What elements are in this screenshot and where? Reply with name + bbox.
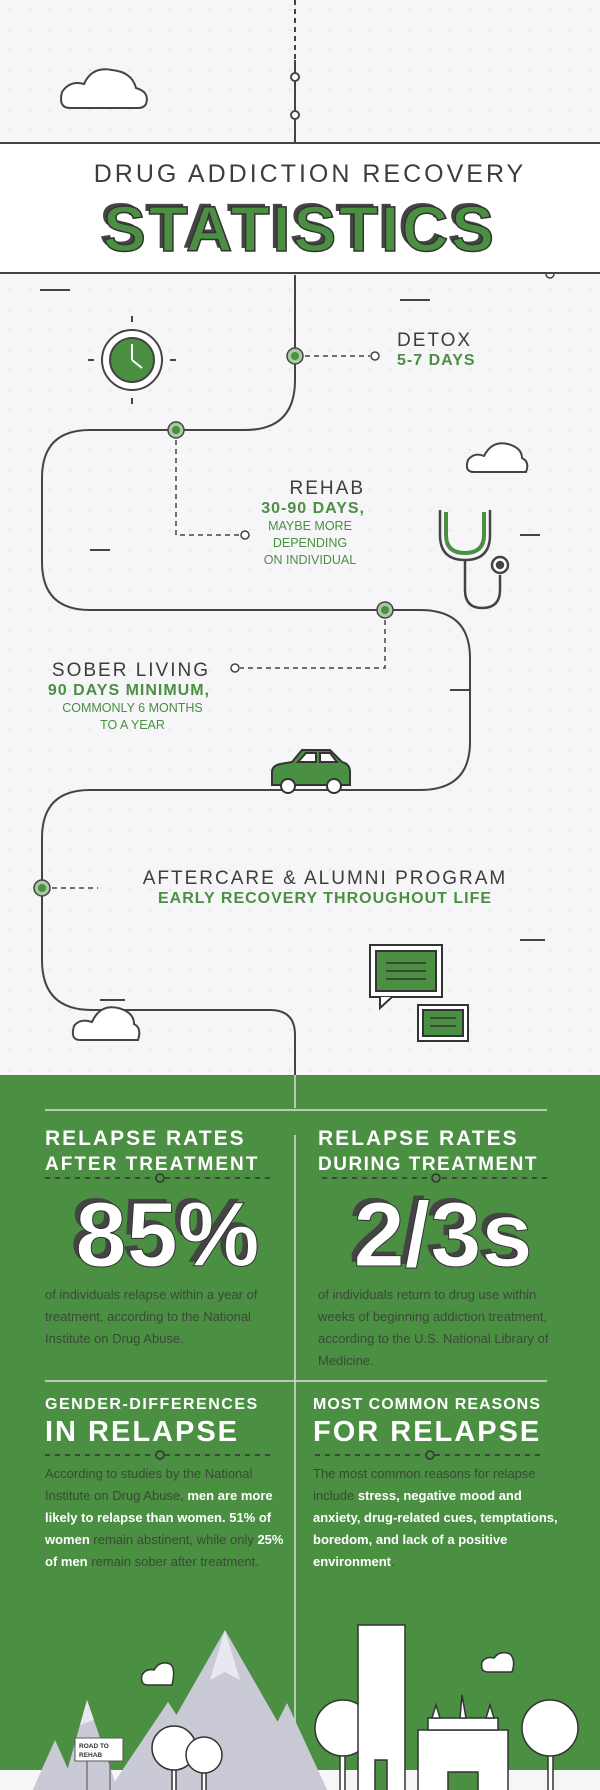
stat-description: of individuals return to drug use within…: [318, 1287, 549, 1368]
step-duration: EARLY RECOVERY THROUGHOUT LIFE: [157, 890, 493, 907]
stat-value: 2/3s: [353, 1184, 533, 1286]
stat-description: According to studies by the National Ins…: [45, 1463, 285, 1573]
highlight: stress, negative mood and anxiety, drug-…: [313, 1488, 558, 1569]
step-label: REHAB: [289, 478, 365, 499]
stat-heading: RELAPSE RATES: [318, 1127, 519, 1150]
stat-heading: MOST COMMON REASONS: [313, 1396, 541, 1413]
car-icon: [271, 749, 351, 794]
highlight: 25% of men: [45, 1532, 284, 1569]
road-sign-icon: ROAD TO REHAB: [74, 1737, 124, 1790]
stat-heading: GENDER-DIFFERENCES: [45, 1396, 259, 1413]
stat-heading: FOR RELAPSE: [313, 1416, 542, 1448]
text: .: [391, 1554, 395, 1569]
stat-after-treatment: RELAPSE RATES AFTER TREATMENT 85% of ind…: [45, 1126, 290, 1350]
highlight: men are more likely to relapse than wome…: [45, 1488, 273, 1547]
step-note: COMMONLY 6 MONTHS TO A YEAR: [55, 700, 210, 734]
stethoscope-icon: [438, 510, 510, 610]
timeline-step-rehab: REHAB 30-90 DAYS, MAYBE MORE DEPENDING O…: [215, 478, 365, 569]
title-banner: [0, 142, 600, 274]
stat-value: 85%: [75, 1184, 260, 1286]
cloud-icon: [140, 1651, 515, 1686]
step-duration: 30-90 DAYS,: [261, 500, 365, 517]
chat-bubbles-icon: [369, 944, 469, 1042]
stat-heading: DURING TREATMENT: [318, 1154, 538, 1175]
timeline-step-sober-living: SOBER LIVING 90 DAYS MINIMUM, COMMONLY 6…: [30, 660, 210, 734]
step-label: DETOX: [397, 330, 473, 351]
note-line: ON INDIVIDUAL: [263, 553, 357, 567]
step-duration: 5-7 DAYS: [397, 352, 476, 369]
text: According to studies by the National Ins…: [45, 1466, 253, 1503]
step-duration: 90 DAYS MINIMUM,: [47, 682, 210, 699]
stat-gender-differences: GENDER-DIFFERENCES IN RELAPSE According …: [45, 1395, 285, 1573]
clock-icon: [88, 316, 176, 404]
stat-heading: RELAPSE RATES: [45, 1127, 246, 1150]
sign-text: REHAB: [79, 1752, 102, 1759]
note-line: DEPENDING: [272, 536, 348, 550]
building-icon: [357, 1624, 509, 1790]
page-subtitle: DRUG ADDICTION RECOVERY: [93, 160, 527, 188]
note-line: MAYBE MORE: [268, 519, 352, 533]
step-note: MAYBE MORE DEPENDING ON INDIVIDUAL: [255, 518, 365, 569]
stat-common-reasons: MOST COMMON REASONS FOR RELAPSE The most…: [313, 1395, 563, 1573]
sign-text: ROAD TO: [79, 1743, 109, 1750]
stat-description: of individuals relapse within a year of …: [45, 1287, 258, 1346]
timeline-step-aftercare: AFTERCARE & ALUMNI PROGRAM EARLY RECOVER…: [130, 868, 520, 908]
page-title: STATISTICS: [102, 192, 497, 266]
timeline-node: [33, 347, 394, 897]
tree-icon: [151, 1699, 579, 1790]
cloud-icon: [60, 68, 529, 1041]
timeline-step-detox: DETOX 5-7 DAYS: [397, 330, 476, 370]
stat-during-treatment: RELAPSE RATES DURING TREATMENT 2/3s of i…: [318, 1126, 568, 1372]
note-line: COMMONLY 6 MONTHS: [62, 701, 203, 715]
stat-heading: AFTER TREATMENT: [45, 1154, 260, 1175]
text: The most common reasons for relapse incl…: [313, 1466, 536, 1503]
text: remain abstinent, while only: [89, 1532, 258, 1547]
text: remain sober after treatment.: [87, 1554, 259, 1569]
step-label: AFTERCARE & ALUMNI PROGRAM: [142, 868, 508, 889]
stat-description: The most common reasons for relapse incl…: [313, 1463, 563, 1573]
stat-heading: IN RELAPSE: [45, 1416, 240, 1448]
note-line: TO A YEAR: [100, 718, 165, 732]
step-label: SOBER LIVING: [51, 660, 210, 681]
